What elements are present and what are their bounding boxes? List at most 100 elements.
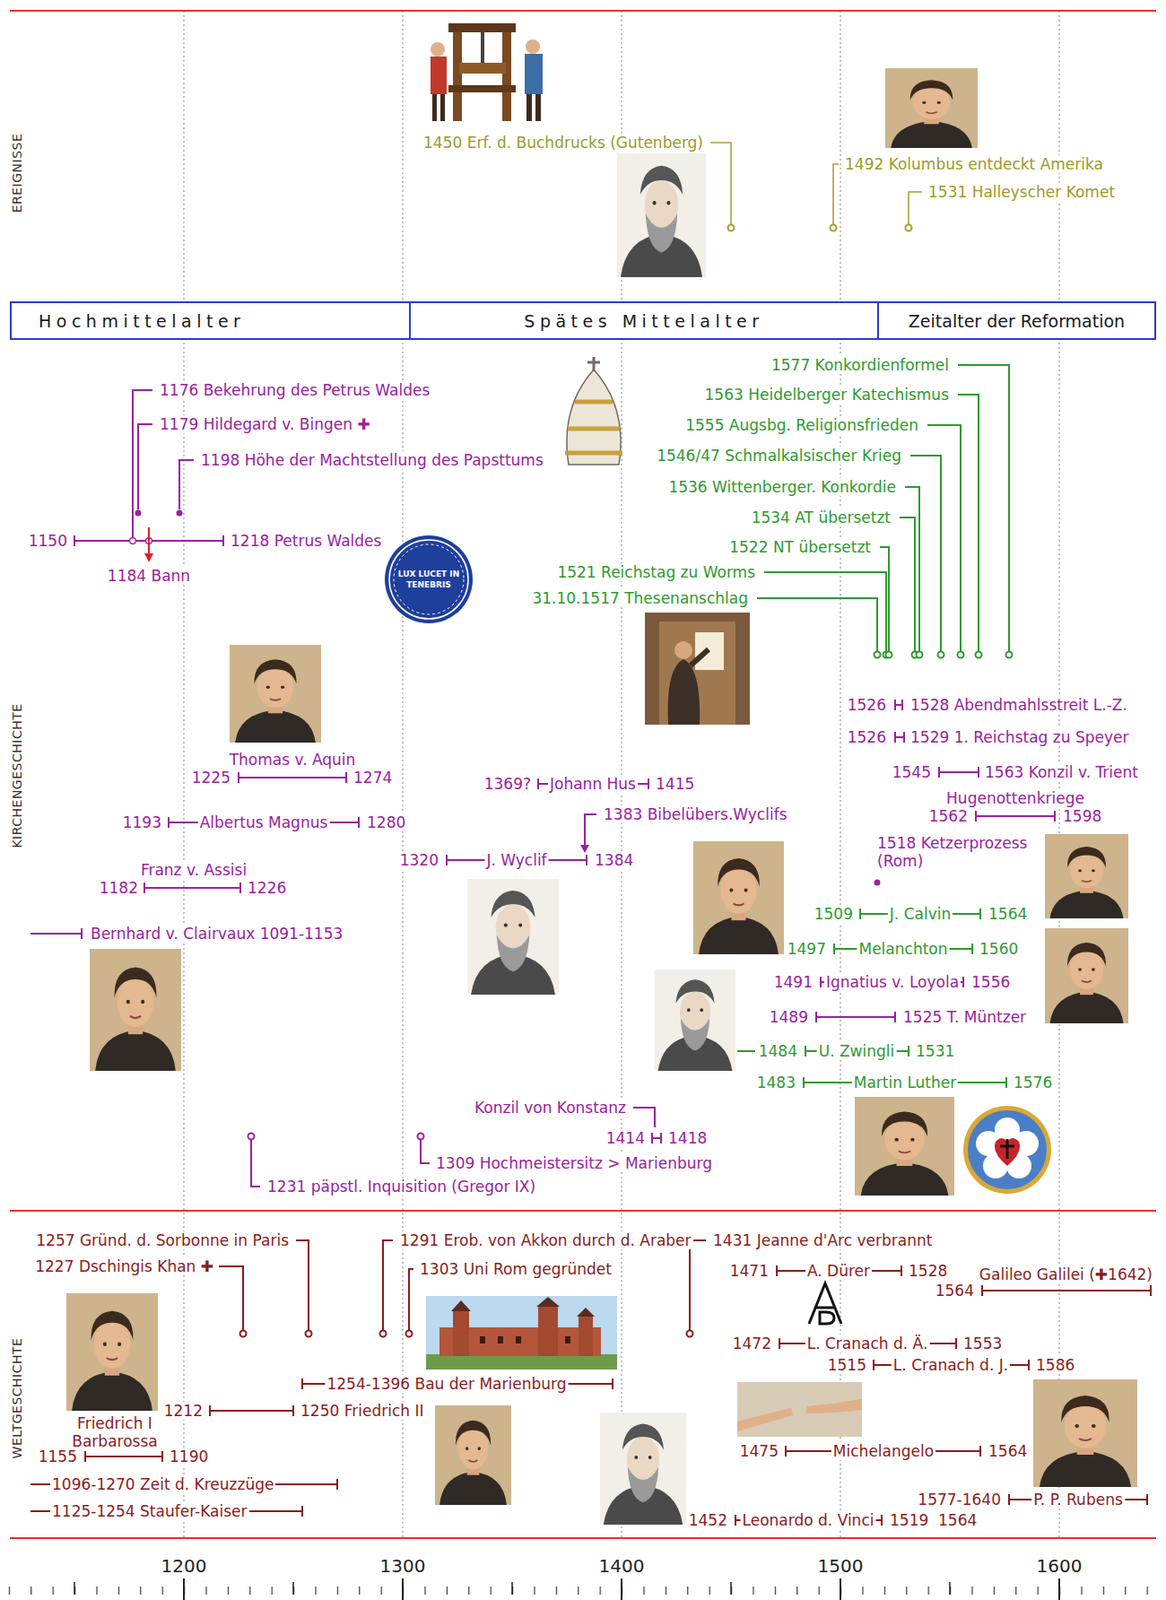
press-post xyxy=(452,26,462,122)
creation-hands-picture xyxy=(737,1382,862,1437)
timeline-label: 1280 xyxy=(365,813,408,832)
rubens-portrait xyxy=(1033,1379,1138,1488)
castle-roof xyxy=(451,1300,471,1312)
event-dot xyxy=(248,1133,255,1140)
timeline-label: A. Dürer xyxy=(805,1261,872,1280)
half-century-tick xyxy=(74,1582,950,1595)
seal-ring xyxy=(393,544,464,615)
timeline-label: 31.10.1517 Thesenanschlag xyxy=(530,589,750,608)
event-dot xyxy=(874,652,881,659)
timeline-label: 1489 xyxy=(767,1008,810,1027)
timeline-label: Ignatius v. Loyola xyxy=(824,973,961,992)
seal-motto: LUX LUCET IN TENEBRIS xyxy=(397,568,461,591)
duerer-monogram xyxy=(809,1283,842,1324)
timeline-label: 1475 xyxy=(738,1442,781,1461)
timeline-label: 1155 xyxy=(36,1447,79,1466)
timeline-label: 1096-1270 Zeit d. Kreuzzüge xyxy=(50,1475,276,1494)
period-name: Zeitalter der Reformation xyxy=(908,310,1125,332)
printer-body xyxy=(524,53,543,95)
printer-leg xyxy=(432,94,437,122)
section-title: EREIGNISSE xyxy=(8,131,27,216)
church-timeline-bar xyxy=(30,390,1055,1187)
press-bed xyxy=(448,85,516,93)
axis-year: 1200 xyxy=(159,1555,209,1577)
timeline-label: 1415 xyxy=(653,774,697,793)
timeline-label: Hugenottenkriege xyxy=(944,789,1087,808)
leonardo-portrait xyxy=(600,1412,687,1525)
event-dot xyxy=(305,1331,313,1338)
timeline-label: 1483 xyxy=(755,1073,798,1092)
zwingli-portrait xyxy=(654,969,736,1071)
timeline-label: Galileo Galilei (✚1642) xyxy=(977,1265,1155,1284)
timeline-label: 1231 päpstl. Inquisition (Gregor IX) xyxy=(265,1177,538,1196)
timeline-label: 1182 xyxy=(97,878,140,897)
event-dot xyxy=(905,225,913,232)
gutenberg-portrait xyxy=(617,153,706,278)
timeline-label: 1418 xyxy=(666,1129,709,1148)
thomas-portrait xyxy=(229,644,322,743)
timeline-label: 1536 Wittenberger. Konkordie xyxy=(666,478,898,496)
timeline-label: Leonardo d. Vinci xyxy=(740,1511,877,1530)
timeline-label: 1320 xyxy=(398,851,441,870)
timeline-label: Albertus Magnus xyxy=(198,813,331,832)
timeline-label: 1250 Friedrich II xyxy=(298,1401,426,1420)
event-dot xyxy=(176,510,183,517)
event-dot xyxy=(380,1331,387,1338)
timeline-label: 1562 xyxy=(927,807,970,826)
castle-tower xyxy=(578,1316,593,1357)
section-title: WELTGESCHICHTE xyxy=(8,1336,27,1462)
castle-tower xyxy=(452,1311,470,1357)
period-name: Spätes Mittelalter xyxy=(523,310,764,332)
timeline-label: 1556 xyxy=(969,973,1012,992)
timeline-label: 1525 T. Müntzer xyxy=(901,1008,1028,1027)
timeline-label: 1227 Dschingis Khan ✚ xyxy=(33,1257,216,1276)
bernhard-portrait xyxy=(89,948,182,1071)
castle-lawn xyxy=(426,1354,618,1370)
rose-ring xyxy=(963,1105,1052,1194)
printer-body xyxy=(430,56,447,95)
monk-head xyxy=(674,641,693,660)
timeline-label: 1190 xyxy=(167,1447,210,1466)
timeline-label: 1564 xyxy=(936,1511,979,1530)
wyclif-portrait xyxy=(467,878,559,995)
rose-centre xyxy=(987,1130,1027,1170)
rose-field xyxy=(967,1110,1047,1190)
period-band: Hochmittelalter xyxy=(9,301,409,340)
event-label: 1450 Erf. d. Buchdrucks (Gutenberg) xyxy=(421,133,705,152)
timeline-label: 1150 xyxy=(26,531,70,550)
columbus-portrait xyxy=(885,68,978,148)
timeline-label: 1452 xyxy=(687,1511,730,1530)
tiara-crown xyxy=(565,401,623,453)
tiara-body xyxy=(566,369,621,465)
monk-arm xyxy=(690,649,709,666)
castle-sky xyxy=(426,1296,618,1370)
timeline-label: 1369? xyxy=(482,774,533,793)
timeline-label: L. Cranach d. Ä. xyxy=(805,1334,931,1353)
event-label: 1531 Halleyscher Komet xyxy=(926,182,1117,201)
event-dot xyxy=(916,652,923,659)
printing-press-picture xyxy=(430,23,543,122)
timeline-label: 1176 Bekehrung des Petrus Waldes xyxy=(157,381,432,400)
calvin-portrait xyxy=(1044,834,1129,919)
timeline-label: Michelangelo xyxy=(831,1442,936,1461)
event-dot xyxy=(886,652,893,659)
timeline-label: 1598 xyxy=(1061,807,1104,826)
minor-ticks xyxy=(0,1586,1166,1595)
marienburg-picture xyxy=(426,1296,618,1370)
event-dot xyxy=(975,652,983,659)
timeline-label: 1193 xyxy=(121,813,164,832)
fresco-ground xyxy=(737,1382,862,1437)
timeline-label: 1509 xyxy=(812,904,855,923)
event-dot xyxy=(874,879,881,887)
press-screw xyxy=(480,32,485,63)
open-dot xyxy=(130,538,137,545)
timeline-label: 1497 xyxy=(785,939,828,958)
century-gridline xyxy=(183,10,1060,1539)
timeline-label: 1472 xyxy=(730,1334,774,1353)
timeline-label: 1384 xyxy=(592,851,636,870)
arrow-head xyxy=(580,844,590,853)
section-title: KIRCHENGESCHICHTE xyxy=(8,701,27,850)
event-dot xyxy=(728,225,735,232)
timeline-label: 1515 xyxy=(826,1356,869,1375)
barbarossa-portrait xyxy=(66,1293,158,1411)
